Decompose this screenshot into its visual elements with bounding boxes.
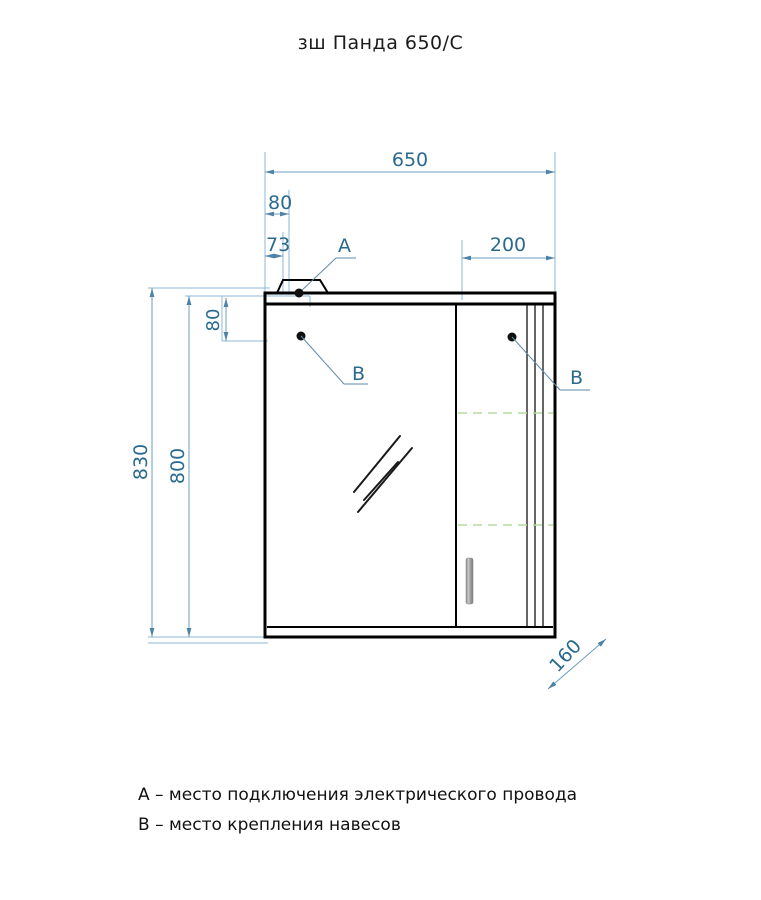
mirror-panel xyxy=(268,307,423,625)
dimension-160: 160 xyxy=(545,635,607,690)
dimension-80-top-label: 80 xyxy=(268,192,292,214)
callout-a: A xyxy=(294,235,356,298)
callout-b-right: B xyxy=(507,332,590,391)
callout-b-left-label: B xyxy=(352,363,365,385)
page-title: зш Панда 650/С xyxy=(297,32,464,54)
cabinet-outline xyxy=(263,291,557,639)
dimension-800: 800 xyxy=(167,296,192,637)
electrical-connector xyxy=(276,279,329,294)
dimension-160-label: 160 xyxy=(545,635,586,677)
legend-line-a: А – место подключения электрического про… xyxy=(138,785,578,805)
mirror-shine-icon xyxy=(353,435,413,513)
legend-line-b: В – место крепления навесов xyxy=(138,815,401,835)
dimension-80-vertical: 80 xyxy=(203,298,229,341)
cabinet-top-panel xyxy=(263,291,557,306)
dimension-830-label: 830 xyxy=(130,444,152,480)
dimension-80-vertical-label: 80 xyxy=(203,309,224,332)
dimension-80-top: 80 xyxy=(265,192,292,217)
dimension-830: 830 xyxy=(130,288,155,637)
dimension-73: 73 xyxy=(265,234,290,259)
door-handle xyxy=(465,557,474,605)
dimension-200: 200 xyxy=(462,234,555,261)
connector-point-a xyxy=(294,288,304,298)
dimension-650: 650 xyxy=(265,149,555,175)
callout-a-label: A xyxy=(338,235,351,257)
dimension-650-label: 650 xyxy=(392,149,428,171)
callout-b-right-label: B xyxy=(570,367,583,389)
callout-b-left: B xyxy=(296,331,368,385)
legend: А – место подключения электрического про… xyxy=(138,780,738,840)
dimension-800-label: 800 xyxy=(167,448,189,484)
dimension-73-label: 73 xyxy=(266,234,290,256)
cabinet-body xyxy=(263,291,557,639)
dimension-200-label: 200 xyxy=(490,234,526,256)
